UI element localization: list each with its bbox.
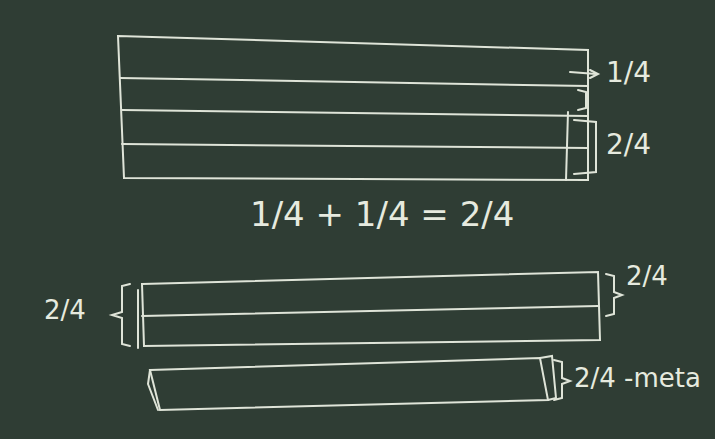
fraction-label: 1/4 — [606, 58, 651, 89]
fraction-label: 2/4 — [44, 296, 86, 325]
fraction-note: 2/4 -meta — [574, 364, 701, 393]
fraction-bar-whole — [118, 36, 588, 180]
fraction-label: 2/4 — [606, 130, 651, 161]
equation: 1/4 + 1/4 = 2/4 — [250, 196, 514, 233]
brackets — [570, 70, 598, 174]
fraction-label: 2/4 — [626, 262, 668, 291]
half-strips — [112, 272, 622, 410]
